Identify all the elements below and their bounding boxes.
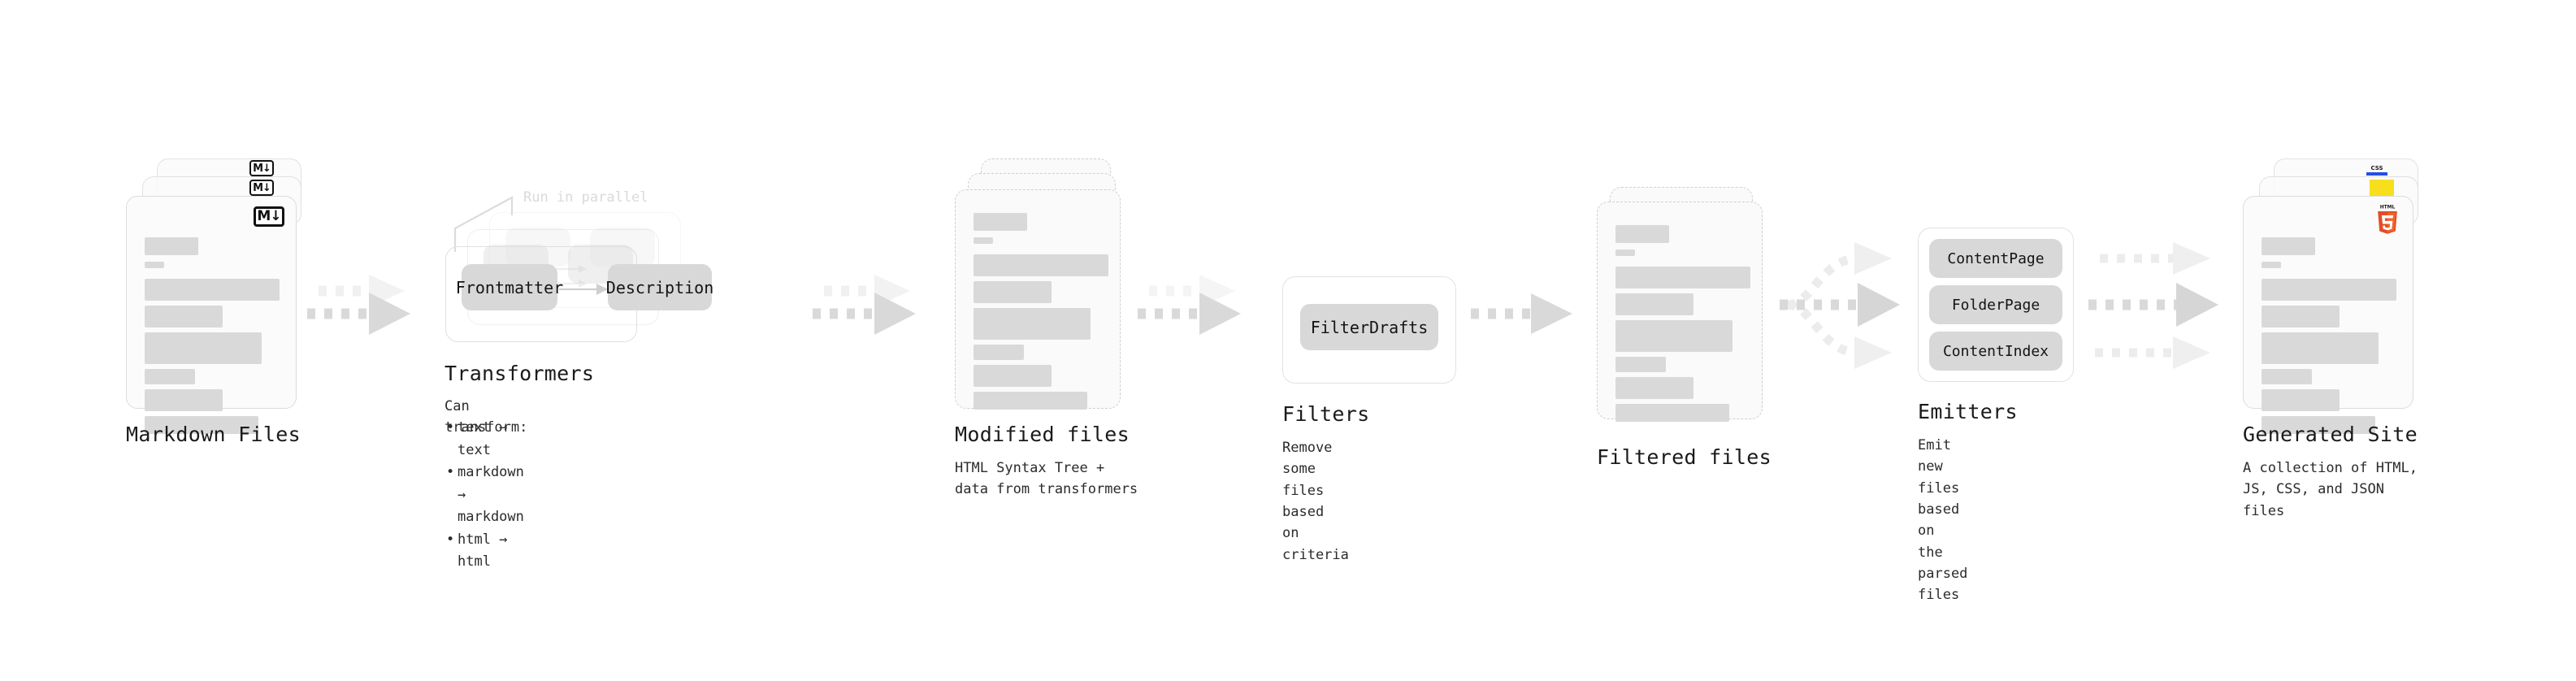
filter-pill-label: FilterDrafts [1310,317,1429,337]
transformer-pill-ghost [505,228,570,267]
transformer-arrow-frontmatter-to-description [559,284,608,295]
connector-transformers-to-modified [813,275,916,335]
markdown-icon-front: M↓ [254,206,284,227]
skeleton-line [1615,404,1729,422]
css-icon-label: CSS [2370,165,2383,171]
stage-caption-filters: Remove some files based on criteria [1282,440,1349,563]
connector-filters-to-filtered [1471,293,1572,334]
skeleton-line [974,308,1091,340]
emitter-pill-label: ContentIndex [1942,342,2049,360]
transformer-pill-frontmatter[interactable]: Frontmatter [456,264,563,310]
skeleton-line [1615,377,1693,399]
skeleton-line [2262,306,2340,327]
skeleton-line [2262,389,2340,411]
skeleton-line [1615,249,1635,256]
skeleton-line [974,254,1108,276]
emitter-pill-contentpage[interactable]: ContentPage [1929,239,2062,278]
skeleton-line [974,213,1027,231]
transformers-bullet-list: text → text markdown → markdown html → h… [445,417,524,574]
css-icon-bar [2366,172,2387,176]
emitter-pill-label: FolderPage [1951,296,2040,314]
filters-group-box [1282,276,1456,384]
connector-modified-to-filters [1138,275,1241,335]
markdown-icon-mid: M↓ [249,180,274,196]
skeleton-line [145,369,195,384]
skeleton-line [2262,369,2312,384]
stage-filtered-files: Filtered files [1597,187,1784,469]
stage-title-markdown-files: Markdown Files [126,423,301,446]
stage-markdown-files: M↓ M↓ M↓ Markdown Files [126,158,313,446]
skeleton-line [145,279,280,301]
markdown-file-stack: M↓ M↓ M↓ [126,158,313,434]
stage-title-emitters: Emitters [1918,400,2018,423]
generated-site-stack: CSS HTML [2243,158,2430,434]
filtered-card-front [1597,202,1763,422]
skeleton-line [2262,416,2375,434]
emitters-group-box [1918,228,2074,382]
transformer-pill-label: Frontmatter [455,277,564,297]
skeleton-line [1615,320,1733,352]
stage-generated-site: CSS HTML Gen [2243,158,2430,519]
skeleton-line [145,416,258,434]
connector-filtered-to-emitters [1780,242,1900,369]
skeleton-line [974,345,1024,360]
skeleton-line [2262,279,2396,301]
svg-text:HTML: HTML [2380,205,2396,210]
stage-title-filters: Filters [1282,402,1370,426]
skeleton-line [145,389,223,411]
skeleton-line [1615,357,1666,372]
skeleton-line [1615,267,1750,288]
stage-title-modified-files: Modified files [955,423,1130,446]
skeleton-line [2262,332,2379,364]
markdown-icon-back: M↓ [249,160,274,176]
transformer-group-back [489,212,681,308]
run-in-parallel-bracket [453,196,514,252]
stage-modified-files: Modified files HTML Syntax Tree + data f… [955,158,1142,497]
skeleton-line [1615,225,1669,243]
connector-emitters-to-site [2088,242,2218,369]
skeleton-line [145,237,198,255]
transformers-bullet-item: text → text [445,417,524,462]
transformer-pill-label: Description [605,277,714,297]
markdown-card-front: M↓ [126,196,297,434]
filter-pill-filterdrafts[interactable]: FilterDrafts [1300,304,1438,350]
stage-caption-modified-files: HTML Syntax Tree + data from transformer… [955,460,1138,498]
skeleton-line [1615,293,1693,315]
skeleton-line [145,306,223,327]
transformer-pill-description[interactable]: Description [605,264,714,310]
transformers-bullet-item: markdown → markdown [445,462,524,529]
connector-md-to-transformers [307,275,410,335]
site-card-front: HTML [2243,196,2413,434]
skeleton-line [145,262,164,268]
run-in-parallel-note: Run in parallel [523,189,648,206]
skeleton-line [974,281,1052,303]
transformers-bullet-item: html → html [445,529,524,574]
skeleton-line [974,237,993,244]
skeleton-line [974,365,1052,387]
html5-icon: HTML [2378,205,2397,234]
css-icon: CSS [2366,161,2387,176]
stage-title-generated-site: Generated Site [2243,423,2418,446]
stage-caption-emitters: Emit new files based on the parsed files [1918,437,1968,604]
stage-title-filtered-files: Filtered files [1597,445,1772,469]
skeleton-line [2262,262,2281,268]
modified-card-front [955,189,1121,410]
skeleton-line [974,392,1087,410]
emitter-pill-folderpage[interactable]: FolderPage [1929,285,2062,324]
emitter-pill-contentindex[interactable]: ContentIndex [1929,332,2062,371]
stage-title-transformers: Transformers [445,362,595,385]
skeleton-line [145,332,262,364]
transformer-pill-ghost [590,228,655,267]
modified-file-stack [955,158,1142,410]
filtered-file-stack [1597,187,1784,431]
emitter-pill-label: ContentPage [1947,249,2045,267]
skeleton-line [2262,237,2315,255]
stage-caption-generated-site: A collection of HTML, JS, CSS, and JSON … [2243,460,2418,519]
js-icon [2370,180,2394,197]
